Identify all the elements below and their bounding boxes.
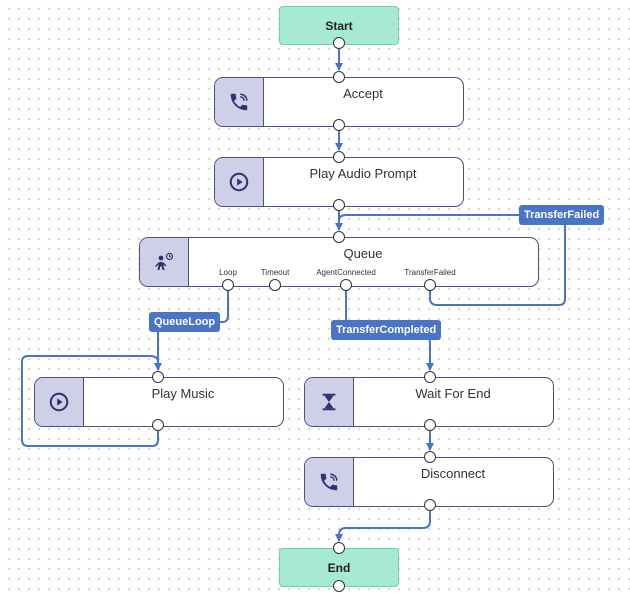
play-music-node[interactable]: Play Music (34, 377, 284, 427)
phone-ringing-icon (305, 458, 354, 506)
end-input-port[interactable] (333, 542, 345, 554)
play-audio-prompt-input-port[interactable] (333, 151, 345, 163)
start-output-port[interactable] (333, 37, 345, 49)
queue-output-label-timeout: Timeout (260, 268, 290, 277)
disconnect-output-port[interactable] (424, 499, 436, 511)
accept-label: Accept (343, 86, 383, 101)
queue-loop-port[interactable] (222, 279, 234, 291)
queue-agentconnected-port[interactable] (340, 279, 352, 291)
wait-for-end-node[interactable]: Wait For End (304, 377, 554, 427)
queue-transferfailed-port[interactable] (424, 279, 436, 291)
play-music-label: Play Music (151, 386, 215, 401)
edge-disconnect-end (335, 511, 431, 542)
disconnect-node[interactable]: Disconnect (304, 457, 554, 507)
queue-timeout-port[interactable] (269, 279, 281, 291)
play-music-input-port[interactable] (152, 371, 164, 383)
play-audio-prompt-label: Play Audio Prompt (309, 166, 417, 181)
phone-ringing-icon (215, 78, 264, 126)
wait-for-end-input-port[interactable] (424, 371, 436, 383)
transfer-failed-edge-label[interactable]: TransferFailed (519, 205, 605, 225)
play-music-output-port[interactable] (152, 419, 164, 431)
queue-output-label-agentconnected: AgentConnected (316, 268, 376, 277)
play-audio-prompt-output-port[interactable] (333, 199, 345, 211)
start-label: Start (325, 18, 353, 33)
queue-output-label-loop: Loop (219, 268, 237, 277)
hourglass-icon (305, 378, 354, 426)
wait-for-end-label: Wait For End (415, 386, 491, 401)
queue-node[interactable]: Queue (139, 237, 539, 287)
queue-input-port[interactable] (333, 231, 345, 243)
wait-for-end-output-port[interactable] (424, 419, 436, 431)
queue-output-label-transferfailed: TransferFailed (404, 268, 456, 277)
accept-input-port[interactable] (333, 71, 345, 83)
agent-clock-icon (140, 238, 189, 286)
play-icon (35, 378, 84, 426)
play-icon (215, 158, 264, 206)
edge-playmusic-loop (21, 355, 159, 447)
transfer-completed-edge-label[interactable]: TransferCompleted (331, 320, 442, 340)
edge-transferfailed-loop (338, 214, 566, 306)
end-output-port[interactable] (333, 580, 345, 592)
queue-loop-edge-label[interactable]: QueueLoop (149, 312, 221, 332)
disconnect-label: Disconnect (420, 466, 486, 481)
disconnect-input-port[interactable] (424, 451, 436, 463)
queue-label: Queue (343, 246, 383, 261)
end-label: End (327, 560, 351, 575)
accept-output-port[interactable] (333, 119, 345, 131)
